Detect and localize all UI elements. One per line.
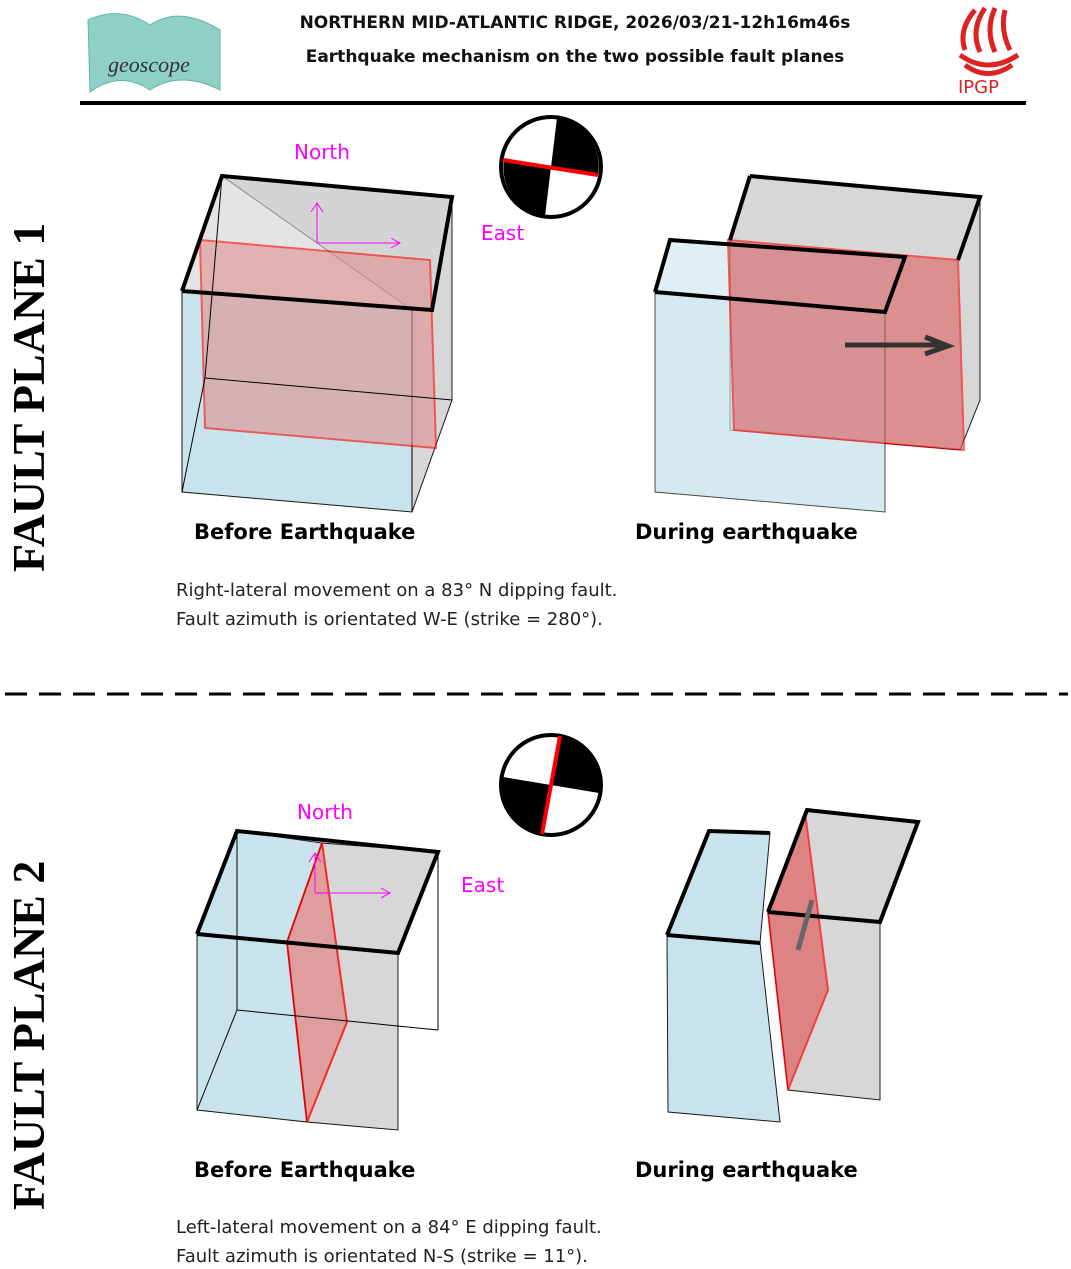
description-line: Fault azimuth is orientated N-S (strike … <box>176 1246 588 1267</box>
block-before-1 <box>180 173 455 513</box>
before-caption: Before Earthquake <box>194 520 416 544</box>
svg-text:IPGP: IPGP <box>958 77 999 98</box>
east-label: East <box>481 221 525 245</box>
header-subtitle: Earthquake mechanism on the two possible… <box>305 47 845 67</box>
east-label: East <box>461 873 505 897</box>
header-title: NORTHERN MID-ATLANTIC RIDGE, 2026/03/21-… <box>299 13 851 33</box>
block-before-2 <box>195 828 441 1131</box>
plane-2-label: FAULT PLANE 2 <box>3 860 54 1210</box>
north-east-arrows <box>308 852 392 899</box>
geoscope-logo: geoscope <box>87 13 221 93</box>
north-label: North <box>297 800 353 824</box>
ipgp-logo: IPGP <box>958 6 1020 98</box>
north-east-arrows <box>310 202 402 249</box>
description-line: Left-lateral movement on a 84° E dipping… <box>176 1217 602 1238</box>
block-during-1 <box>653 174 983 513</box>
beachball-2 <box>499 733 603 837</box>
description-line: Right-lateral movement on a 83° N dippin… <box>176 580 618 601</box>
before-caption: Before Earthquake <box>194 1158 416 1182</box>
beachball-1 <box>499 115 603 219</box>
slip-arrow <box>795 899 815 951</box>
block-during-2 <box>665 807 921 1123</box>
plane-1-label: FAULT PLANE 1 <box>3 222 54 572</box>
north-label: North <box>294 140 350 164</box>
slip-arrow <box>845 334 956 357</box>
during-caption: During earthquake <box>635 520 858 544</box>
description-line: Fault azimuth is orientated W-E (strike … <box>176 609 603 630</box>
during-caption: During earthquake <box>635 1158 858 1182</box>
svg-text:geoscope: geoscope <box>108 52 190 77</box>
